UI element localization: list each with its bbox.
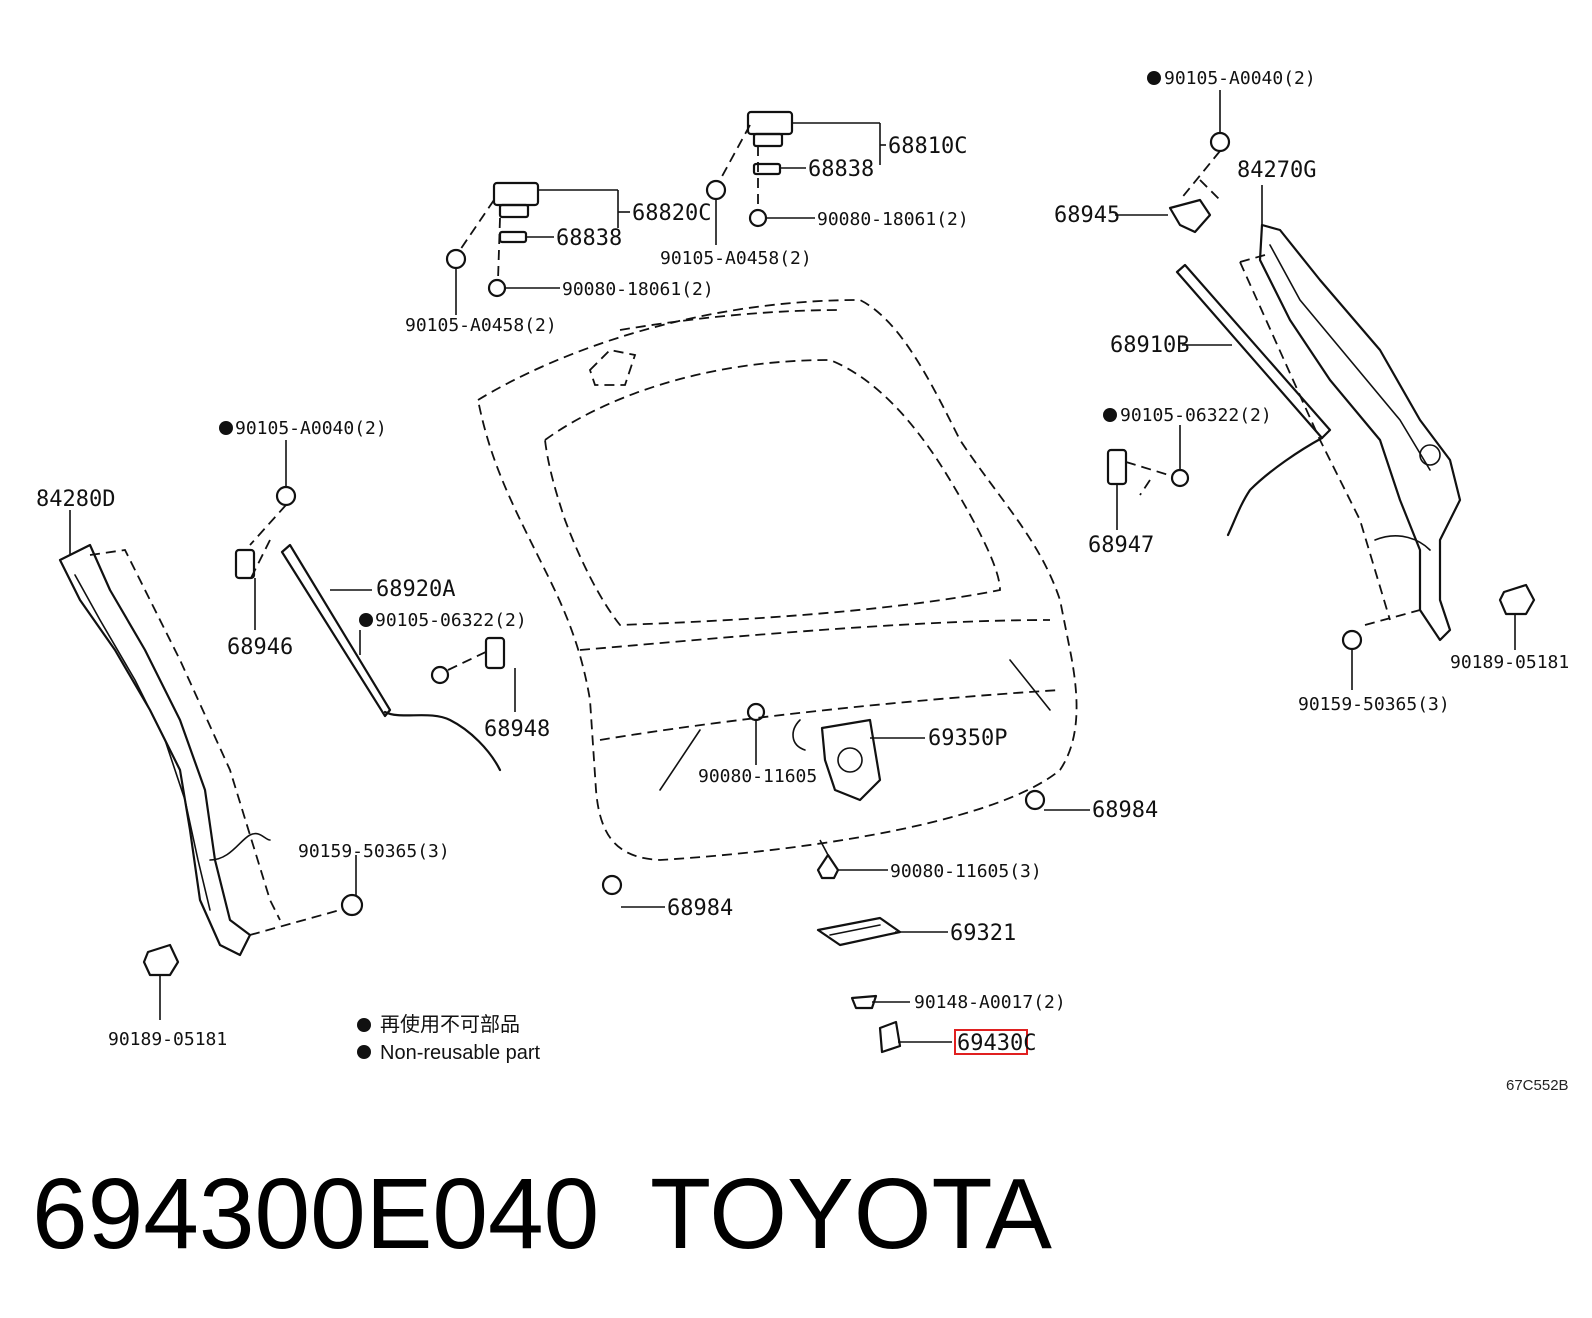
legend-line-2: Non-reusable part	[380, 1042, 541, 1064]
label-90159-50365-right[interactable]: 90159-50365(3)	[1298, 694, 1450, 715]
label-90105-A0458-left[interactable]: 90105-A0458(2)	[405, 315, 557, 336]
label-90148-A0017[interactable]: 90148-A0017(2)	[914, 992, 1066, 1013]
right-garnish-84270G	[1239, 223, 1536, 651]
label-68946[interactable]: 68946	[227, 635, 293, 660]
label-68948[interactable]: 68948	[484, 717, 550, 742]
part-labels: 84280D 90105-A0040(2) 68946 68920A 90105…	[36, 68, 1569, 1056]
non-reusable-markers	[219, 71, 1161, 627]
label-68984-left[interactable]: 68984	[667, 896, 733, 921]
legend-line-1: 再使用不可部品	[380, 1013, 520, 1036]
legend: 再使用不可部品 Non-reusable part	[357, 1013, 541, 1064]
label-90189-05181-left[interactable]: 90189-05181	[108, 1029, 227, 1050]
label-90080-18061-left[interactable]: 90080-18061(2)	[562, 279, 714, 300]
label-90105-06322-left[interactable]: 90105-06322(2)	[375, 610, 527, 631]
footer-brand: TOYOTA	[650, 1158, 1052, 1270]
label-90080-11605[interactable]: 90080-11605	[698, 766, 817, 787]
label-69430C[interactable]: 69430C	[957, 1031, 1036, 1056]
label-90105-A0458-right[interactable]: 90105-A0458(2)	[660, 248, 812, 269]
label-68947[interactable]: 68947	[1088, 533, 1154, 558]
label-68910B[interactable]: 68910B	[1110, 333, 1189, 358]
label-68838-left[interactable]: 68838	[556, 226, 622, 251]
back-door-panel	[476, 299, 1078, 861]
label-69350P[interactable]: 69350P	[928, 726, 1007, 751]
footer-part-number: 694300E040	[32, 1158, 599, 1270]
label-90105-A0040-left[interactable]: 90105-A0040(2)	[235, 418, 387, 439]
label-68810C[interactable]: 68810C	[888, 134, 967, 159]
right-small-parts	[1106, 131, 1332, 537]
diagram-code: 67C552B	[1506, 1077, 1569, 1094]
label-90080-18061-right[interactable]: 90080-18061(2)	[817, 209, 969, 230]
left-small-parts	[142, 485, 506, 977]
label-68945[interactable]: 68945	[1054, 203, 1120, 228]
label-69321[interactable]: 69321	[950, 921, 1016, 946]
label-90159-50365-left[interactable]: 90159-50365(3)	[298, 841, 450, 862]
label-68838-right[interactable]: 68838	[808, 157, 874, 182]
label-90080-11605-3[interactable]: 90080-11605(3)	[890, 861, 1042, 882]
legend-dot-2	[357, 1045, 371, 1059]
label-68920A[interactable]: 68920A	[376, 577, 455, 602]
label-84280D[interactable]: 84280D	[36, 487, 115, 512]
label-90105-A0040-right[interactable]: 90105-A0040(2)	[1164, 68, 1316, 89]
leader-lines	[69, 90, 1516, 1043]
highlight-box	[954, 1029, 1028, 1055]
label-84270G[interactable]: 84270G	[1237, 158, 1316, 183]
label-90105-06322-right[interactable]: 90105-06322(2)	[1120, 405, 1272, 426]
label-68984-right[interactable]: 68984	[1092, 798, 1158, 823]
legend-dot-1	[357, 1018, 371, 1032]
label-68820C[interactable]: 68820C	[632, 201, 711, 226]
label-90189-05181-right[interactable]: 90189-05181	[1450, 652, 1569, 673]
left-garnish-84280D	[58, 543, 341, 957]
